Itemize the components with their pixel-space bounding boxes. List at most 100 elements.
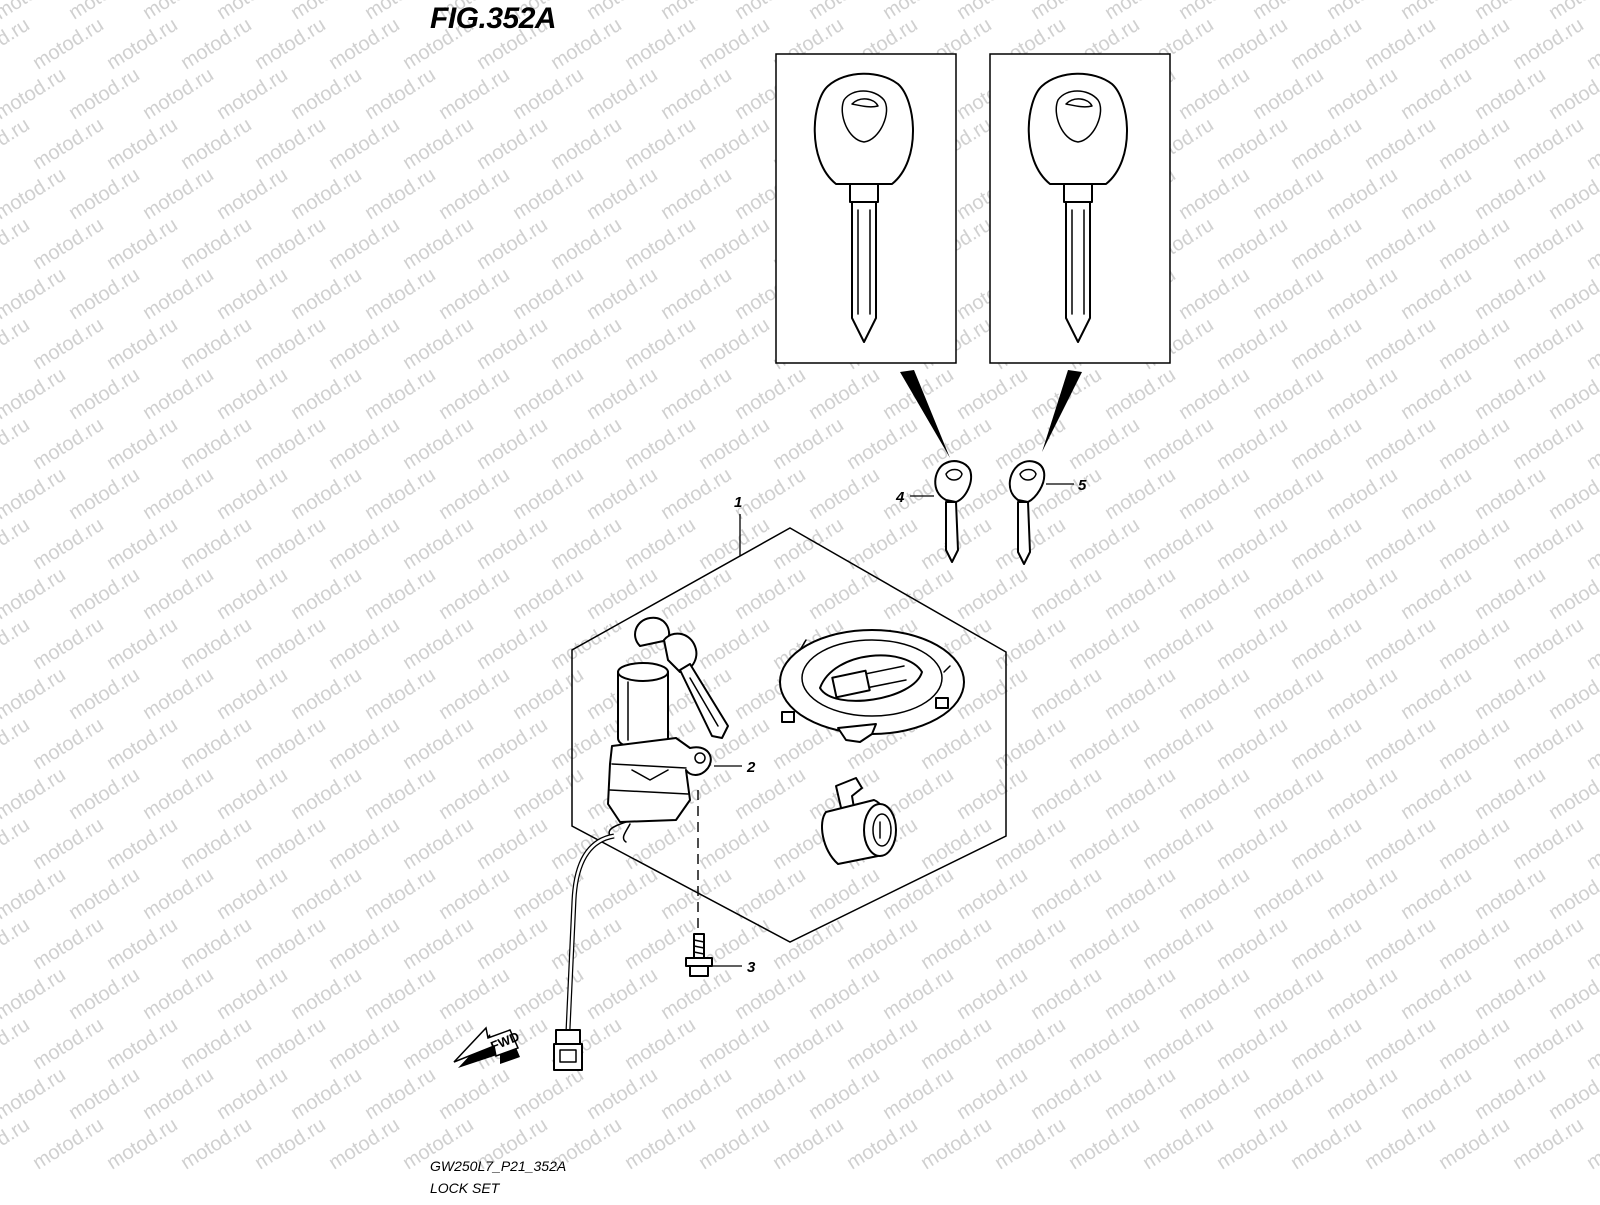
watermark-text: motod.ru bbox=[731, 0, 810, 24]
watermark-text: motod.ru bbox=[657, 164, 736, 224]
watermark-text: motod.ru bbox=[1249, 964, 1328, 1024]
watermark-text: motod.ru bbox=[139, 864, 218, 924]
watermark-text: motod.ru bbox=[0, 914, 34, 974]
watermark-text: motod.ru bbox=[509, 964, 588, 1024]
watermark-text: motod.ru bbox=[1583, 914, 1600, 974]
watermark-text: motod.ru bbox=[29, 14, 108, 74]
watermark-text: motod.ru bbox=[1509, 514, 1588, 574]
callout-2: 2 bbox=[746, 759, 756, 776]
fwd-arrow-icon: FWD bbox=[453, 1026, 522, 1068]
watermark-text: motod.ru bbox=[213, 0, 292, 24]
watermark-text: motod.ru bbox=[361, 764, 440, 824]
watermark-text: motod.ru bbox=[1101, 1064, 1180, 1124]
figure-title: FIG.352A bbox=[430, 2, 557, 35]
watermark-text: motod.ru bbox=[213, 464, 292, 524]
figure-code: GW250L7_P21_352A bbox=[430, 1158, 567, 1174]
watermark-text: motod.ru bbox=[583, 864, 662, 924]
watermark-text: motod.ru bbox=[657, 64, 736, 124]
watermark-text: motod.ru bbox=[1249, 364, 1328, 424]
watermark-text: motod.ru bbox=[361, 364, 440, 424]
watermark-text: motod.ru bbox=[1175, 464, 1254, 524]
watermark-text: motod.ru bbox=[287, 164, 366, 224]
watermark-text: motod.ru bbox=[0, 1014, 34, 1074]
watermark-text: motod.ru bbox=[287, 864, 366, 924]
watermark-text: motod.ru bbox=[1361, 214, 1440, 274]
watermark-text: motod.ru bbox=[139, 664, 218, 724]
watermark-text: motod.ru bbox=[769, 1114, 848, 1174]
watermark-text: motod.ru bbox=[917, 1114, 996, 1174]
watermark-text: motod.ru bbox=[1287, 114, 1366, 174]
watermark-text: motod.ru bbox=[435, 764, 514, 824]
watermark-text: motod.ru bbox=[29, 914, 108, 974]
watermark-text: motod.ru bbox=[843, 1114, 922, 1174]
watermark-text: motod.ru bbox=[991, 914, 1070, 974]
watermark-text: motod.ru bbox=[583, 464, 662, 524]
watermark-text: motod.ru bbox=[1509, 714, 1588, 774]
watermark-text: motod.ru bbox=[657, 464, 736, 524]
watermark-text: motod.ru bbox=[1397, 164, 1476, 224]
watermark-text: motod.ru bbox=[287, 664, 366, 724]
watermark-text: motod.ru bbox=[213, 1064, 292, 1124]
watermark-text: motod.ru bbox=[287, 364, 366, 424]
watermark-text: motod.ru bbox=[139, 764, 218, 824]
watermark-text: motod.ru bbox=[657, 0, 736, 24]
watermark-text: motod.ru bbox=[399, 114, 478, 174]
watermark-text: motod.ru bbox=[1509, 1114, 1588, 1174]
watermark-text: motod.ru bbox=[177, 814, 256, 874]
watermark-text: motod.ru bbox=[65, 0, 144, 24]
watermark-text: motod.ru bbox=[65, 364, 144, 424]
watermark-text: motod.ru bbox=[1471, 864, 1550, 924]
watermark-text: motod.ru bbox=[29, 714, 108, 774]
watermark-text: motod.ru bbox=[731, 864, 810, 924]
watermark-text: motod.ru bbox=[695, 14, 774, 74]
watermark-text: motod.ru bbox=[1397, 1064, 1476, 1124]
watermark-text: motod.ru bbox=[991, 614, 1070, 674]
watermark-text: motod.ru bbox=[1287, 614, 1366, 674]
callout-5: 5 bbox=[1078, 477, 1087, 494]
watermark-text: motod.ru bbox=[1139, 514, 1218, 574]
watermark-text: motod.ru bbox=[621, 114, 700, 174]
watermark-text: motod.ru bbox=[361, 1064, 440, 1124]
watermark-text: motod.ru bbox=[29, 514, 108, 574]
watermark-text: motod.ru bbox=[843, 1014, 922, 1074]
watermark-text: motod.ru bbox=[1509, 114, 1588, 174]
watermark-text: motod.ru bbox=[65, 164, 144, 224]
watermark-text: motod.ru bbox=[1101, 764, 1180, 824]
callout-4: 4 bbox=[895, 489, 905, 506]
watermark-text: motod.ru bbox=[213, 864, 292, 924]
watermark-text: motod.ru bbox=[0, 164, 70, 224]
watermark-text: motod.ru bbox=[473, 214, 552, 274]
watermark-text: motod.ru bbox=[325, 1014, 404, 1074]
watermark-text: motod.ru bbox=[1139, 1014, 1218, 1074]
watermark-text: motod.ru bbox=[1435, 614, 1514, 674]
watermark-text: motod.ru bbox=[657, 364, 736, 424]
watermark-text: motod.ru bbox=[1397, 764, 1476, 824]
watermark-text: motod.ru bbox=[0, 714, 34, 774]
watermark-text: motod.ru bbox=[509, 664, 588, 724]
watermark-text: motod.ru bbox=[1139, 1114, 1218, 1174]
watermark-text: motod.ru bbox=[435, 364, 514, 424]
watermark-text: motod.ru bbox=[547, 614, 626, 674]
watermark-text: motod.ru bbox=[29, 814, 108, 874]
watermark-text: motod.ru bbox=[695, 1014, 774, 1074]
watermark-text: motod.ru bbox=[399, 814, 478, 874]
watermark-text: motod.ru bbox=[287, 964, 366, 1024]
watermark-text: motod.ru bbox=[1361, 614, 1440, 674]
watermark-text: motod.ru bbox=[1323, 964, 1402, 1024]
watermark-text: motod.ru bbox=[1287, 1014, 1366, 1074]
watermark-text: motod.ru bbox=[695, 314, 774, 374]
watermark-text: motod.ru bbox=[1471, 564, 1550, 624]
watermark-text: motod.ru bbox=[1509, 414, 1588, 474]
watermark-text: motod.ru bbox=[399, 714, 478, 774]
watermark-text: motod.ru bbox=[953, 1064, 1032, 1124]
watermark-text: motod.ru bbox=[583, 1064, 662, 1124]
watermark-text: motod.ru bbox=[251, 414, 330, 474]
watermark-text: motod.ru bbox=[1249, 264, 1328, 324]
watermark-text: motod.ru bbox=[1175, 364, 1254, 424]
watermark-text: motod.ru bbox=[509, 264, 588, 324]
watermark-text: motod.ru bbox=[65, 64, 144, 124]
watermark-text: motod.ru bbox=[1249, 1064, 1328, 1124]
watermark-text: motod.ru bbox=[731, 964, 810, 1024]
watermark-text: motod.ru bbox=[583, 564, 662, 624]
